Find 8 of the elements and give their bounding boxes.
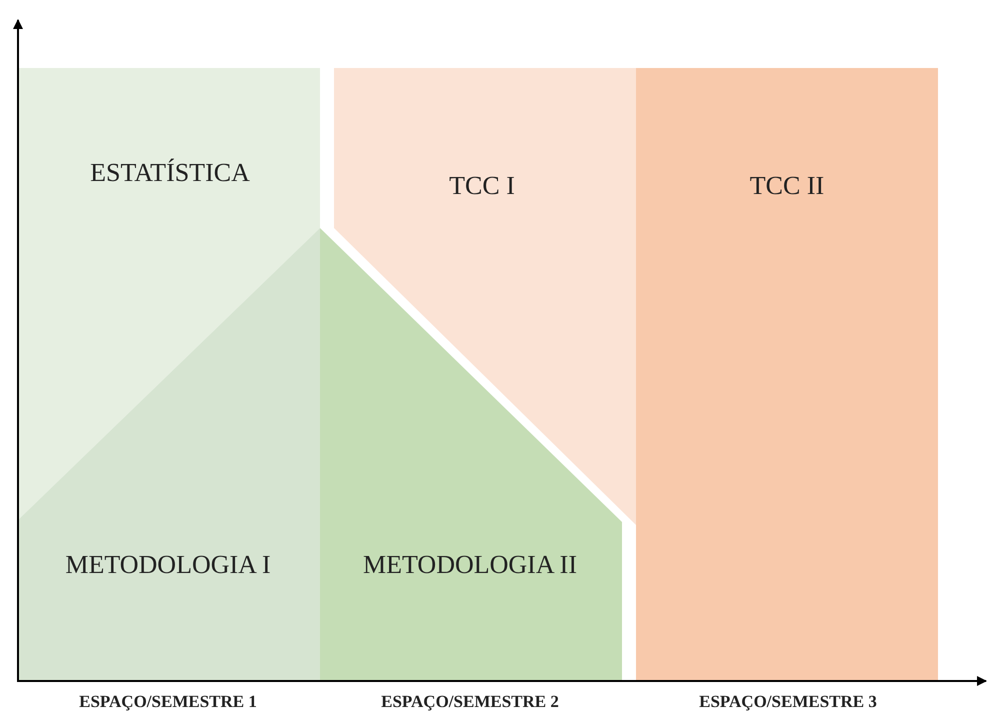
subject-name: ESTATÍSTICA (90, 160, 250, 186)
subject-name: METODOLOGIA II (363, 552, 577, 578)
subject-name: TCC I (449, 173, 515, 199)
axis-label: ESPAÇO/SEMESTRE 3 (699, 692, 877, 712)
subject-name: TCC II (750, 173, 824, 199)
subject-name: METODOLOGIA I (65, 552, 271, 578)
axis-label: ESPAÇO/SEMESTRE 1 (79, 692, 257, 712)
axis-label: ESPAÇO/SEMESTRE 2 (381, 692, 559, 712)
